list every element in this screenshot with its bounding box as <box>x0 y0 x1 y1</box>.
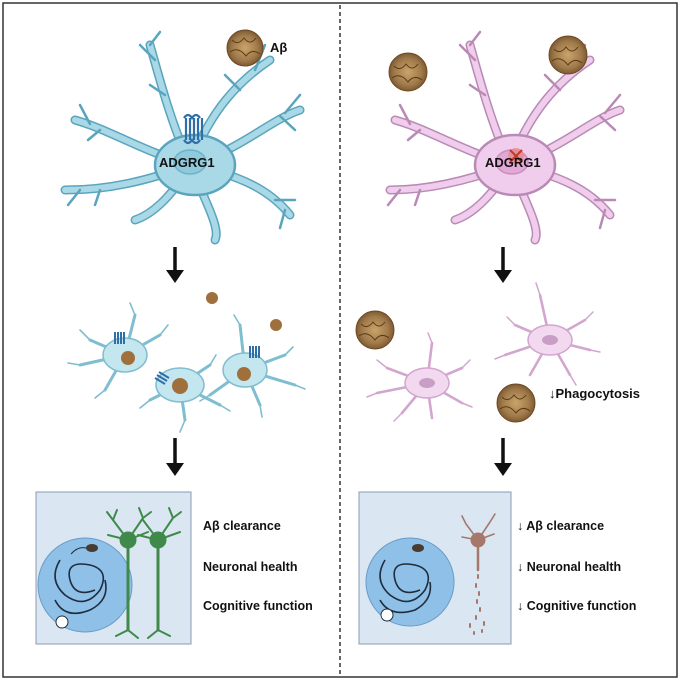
phagocytosis-text: Phagocytosis <box>555 386 641 401</box>
deficient-microglia-large <box>385 30 625 245</box>
right-outcome-2-text: Neuronal health <box>526 560 622 574</box>
gpcr-receptor-icon <box>183 113 204 145</box>
right-outcome-2: ↓ Neuronal health <box>517 560 621 574</box>
gpcr-receptor-icon <box>114 332 260 385</box>
amyloid-plaque-icon <box>226 29 264 67</box>
mouse-maze-icon <box>37 537 133 633</box>
left-outcome-2: Neuronal health <box>203 560 298 574</box>
amyloid-plaque-icon <box>355 310 395 350</box>
decrease-arrow: ↓ <box>517 599 524 613</box>
down-arrow-icon <box>166 438 184 476</box>
right-outcome-1: ↓ Aβ clearance <box>517 519 604 533</box>
decrease-arrow: ↓ <box>517 519 524 533</box>
left-outcome-3: Cognitive function <box>203 599 313 613</box>
left-outcome-1: Aβ clearance <box>203 519 281 533</box>
abeta-label: Aβ <box>270 40 288 55</box>
damaged-neuron-icon <box>461 513 496 635</box>
right-outcome-1-text: Aβ clearance <box>526 519 605 533</box>
right-outcome-3-text: Cognitive function <box>526 599 637 613</box>
adgrg1-label-right: ADGRG1 <box>485 155 541 170</box>
adgrg1-label-left: ADGRG1 <box>159 155 215 170</box>
internalized-plaque-icon <box>121 292 282 394</box>
phagocytosis-label: ↓Phagocytosis <box>549 386 640 401</box>
down-arrow-icon <box>166 247 184 283</box>
right-outcome-3: ↓ Cognitive function <box>517 599 636 613</box>
amyloid-plaque-icon <box>496 383 536 423</box>
deficient-microglia-cluster <box>366 282 601 422</box>
down-arrow-icon <box>494 438 512 476</box>
healthy-microglia-large <box>60 30 305 245</box>
amyloid-plaque-icon <box>388 52 428 92</box>
down-arrow-icon <box>494 247 512 283</box>
neuron-icon <box>106 507 182 639</box>
decrease-arrow: ↓ <box>549 386 556 401</box>
mouse-maze-icon <box>365 537 455 627</box>
amyloid-plaque-icon <box>548 35 588 75</box>
receptor-knockout-icon <box>508 148 524 164</box>
decrease-arrow: ↓ <box>517 560 524 574</box>
